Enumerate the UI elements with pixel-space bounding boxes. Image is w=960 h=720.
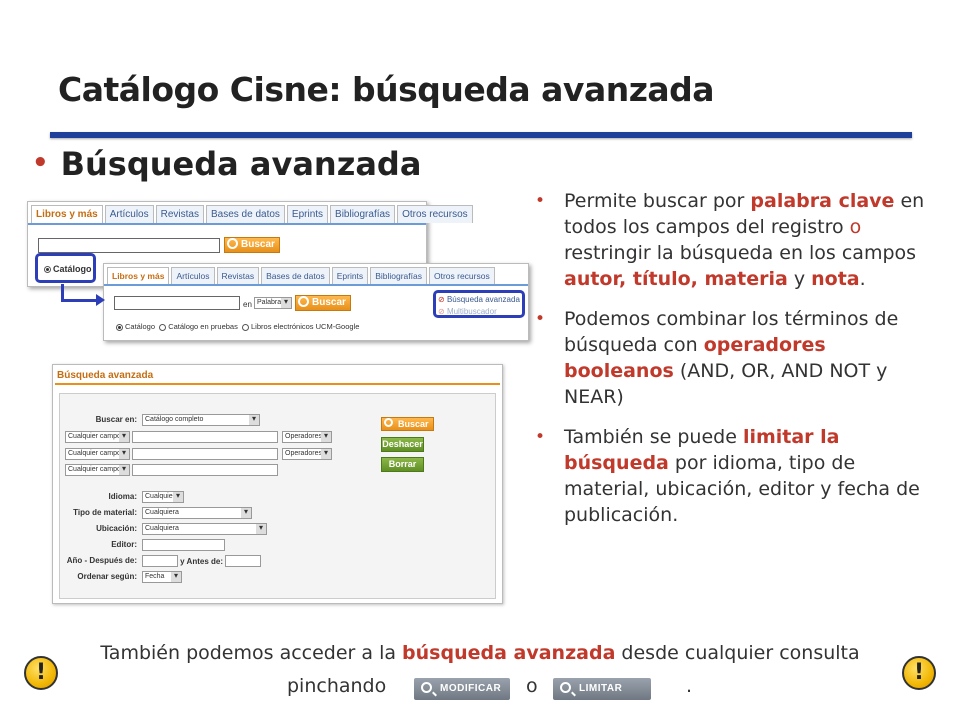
radio-icon: [44, 266, 51, 274]
ubicacion-label: Ubicación:: [96, 524, 137, 533]
idioma-label: Idioma:: [108, 492, 137, 501]
anio-label: Año - Después de:: [66, 556, 137, 565]
right-bullets: • Permite buscar por palabra clave en to…: [530, 188, 940, 542]
tab-bibliografias[interactable]: Bibliografías: [370, 267, 427, 284]
magnifier-icon: [227, 238, 238, 249]
warning-icon: !: [902, 656, 936, 690]
deshacer-button[interactable]: Deshacer: [381, 437, 424, 452]
tab-revistas[interactable]: Revistas: [216, 267, 260, 284]
pinchando-text: pinchando: [287, 675, 387, 697]
header-rule: [55, 383, 500, 385]
end-period: .: [686, 675, 693, 697]
tab-otros[interactable]: Otros recursos: [397, 205, 473, 223]
screenshot-advanced-form: Búsqueda avanzada Buscar en: Catálogo co…: [52, 364, 503, 604]
after-year-input[interactable]: [142, 555, 178, 567]
orden-select[interactable]: Fecha: [142, 571, 182, 583]
term-input-1[interactable]: [132, 431, 278, 443]
main-bullet: • Búsqueda avanzada: [32, 145, 421, 183]
magnifier-icon: [384, 418, 393, 427]
tab-bibliografias[interactable]: Bibliografías: [330, 205, 396, 223]
radio-icon: [242, 323, 250, 331]
screenshot-basic-search: Libros y más Artículos Revistas Bases de…: [27, 201, 473, 287]
bullet-dot-icon: •: [535, 309, 546, 329]
field-select-2[interactable]: Cualquier campo: [65, 448, 130, 460]
field-select-1[interactable]: Cualquier campo: [65, 431, 130, 443]
tab-bar: Libros y más Artículos Revistas Bases de…: [28, 202, 473, 225]
arrow-icon: [96, 294, 105, 306]
bullet-dot-icon: •: [535, 427, 546, 447]
orden-label: Ordenar según:: [77, 572, 137, 581]
operator-select-2[interactable]: Operadores: [282, 448, 332, 460]
en-label: en: [243, 300, 252, 309]
modificar-button[interactable]: MODIFICAR: [414, 678, 510, 700]
bullet-item: • También se puede limitar la búsqueda p…: [535, 426, 920, 526]
editor-label: Editor:: [111, 540, 137, 549]
tab-revistas[interactable]: Revistas: [155, 205, 204, 223]
tab-eprints[interactable]: Eprints: [331, 267, 369, 284]
field-select[interactable]: Palabra: [254, 297, 292, 309]
search-button[interactable]: Buscar: [224, 237, 280, 253]
radio-icon: [159, 323, 167, 331]
form-header: Búsqueda avanzada: [57, 370, 154, 381]
idioma-select[interactable]: Cualquiera: [142, 491, 184, 503]
borrar-button[interactable]: Borrar: [381, 457, 424, 472]
radio-catalogo[interactable]: Catálogo: [116, 322, 155, 331]
title-rule: [50, 132, 912, 138]
slide-title: Catálogo Cisne: búsqueda avanzada: [58, 70, 715, 109]
advanced-search-link[interactable]: ⊘ Búsqueda avanzada: [438, 295, 520, 304]
magnifier-icon: [421, 682, 432, 693]
term-input-3[interactable]: [132, 464, 278, 476]
bullet-item: • Podemos combinar los términos de búsqu…: [535, 308, 899, 408]
bullet-dot-icon: •: [535, 191, 546, 211]
tab-libros[interactable]: Libros y más: [31, 205, 103, 223]
radio-catalogo-pruebas[interactable]: Catálogo en pruebas: [159, 322, 238, 331]
buscar-button[interactable]: Buscar: [381, 417, 434, 431]
tab-articulos[interactable]: Artículos: [104, 205, 154, 223]
magnifier-icon: [560, 682, 571, 693]
operator-select-1[interactable]: Operadores: [282, 431, 332, 443]
magnifier-icon: [298, 296, 309, 307]
search-input[interactable]: [38, 238, 220, 253]
highlight-advanced-link: [433, 290, 525, 318]
bullet-item: • Permite buscar por palabra clave en to…: [535, 190, 925, 290]
tab-eprints[interactable]: Eprints: [286, 205, 329, 223]
radio-icon: [116, 323, 123, 331]
screenshot-search-bar: Libros y más Artículos Revistas Bases de…: [103, 263, 529, 341]
multi-search-link[interactable]: ⊘ Multibuscador: [438, 307, 497, 316]
bullet-dot-icon: •: [32, 148, 49, 178]
ubicacion-select[interactable]: Cualquiera: [142, 523, 267, 535]
tab-bar: Libros y más Artículos Revistas Bases de…: [104, 264, 528, 286]
buscar-en-select[interactable]: Catálogo completo: [142, 414, 260, 426]
highlight-catalogo: [35, 253, 96, 283]
editor-input[interactable]: [142, 539, 225, 551]
bullet-heading: Búsqueda avanzada: [60, 145, 422, 183]
bottom-text-line2: pinchando MODIFICAR o LIMITAR .: [0, 675, 960, 705]
term-input-2[interactable]: [132, 448, 278, 460]
tab-libros[interactable]: Libros y más: [107, 267, 170, 284]
field-select-3[interactable]: Cualquier campo: [65, 464, 130, 476]
search-button[interactable]: Buscar: [295, 295, 351, 311]
tipo-select[interactable]: Cualquiera: [142, 507, 252, 519]
bottom-text-line1: También podemos acceder a la búsqueda av…: [100, 642, 860, 664]
search-input[interactable]: [114, 296, 240, 310]
limitar-button[interactable]: LIMITAR: [553, 678, 651, 700]
before-year-input[interactable]: [225, 555, 261, 567]
warning-icon: !: [24, 656, 58, 690]
tipo-label: Tipo de material:: [73, 508, 137, 517]
buscar-en-label: Buscar en:: [95, 415, 137, 424]
or-text: o: [526, 675, 538, 697]
connector-line: [61, 284, 97, 302]
radio-catalogo[interactable]: Catálogo: [44, 264, 92, 274]
tab-bases[interactable]: Bases de datos: [205, 205, 285, 223]
tab-articulos[interactable]: Artículos: [171, 267, 215, 284]
radio-libros-electronicos[interactable]: Libros electrónicos UCM-Google: [242, 322, 359, 331]
tab-bases[interactable]: Bases de datos: [261, 267, 330, 284]
antes-label: y Antes de:: [180, 557, 223, 566]
radio-group: Catálogo Catálogo en pruebas Libros elec…: [116, 322, 359, 331]
tab-otros[interactable]: Otros recursos: [428, 267, 495, 284]
